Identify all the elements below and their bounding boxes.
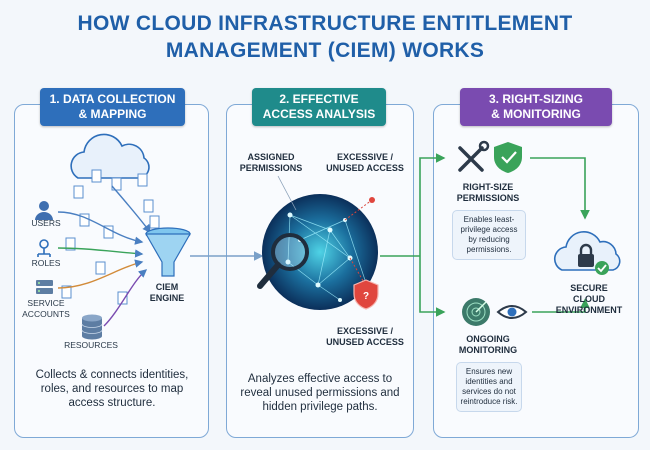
source-label-roles: ROLES [31,258,61,268]
check-badge-icon [595,261,609,275]
database-icon [81,314,103,340]
secure-environment-label: SECURE CLOUD ENVIRONMENT [555,283,623,315]
excessive-access-markers [344,197,375,287]
cloud-icon [70,133,150,179]
page-title: HOW CLOUD INFRASTRUCTURE ENTITLEMENT MAN… [0,10,650,64]
source-label-resources: RESOURCES [64,340,118,350]
assigned-permissions-label: ASSIGNED PERMISSIONS [239,152,303,173]
padlock-icon [578,243,594,267]
step-1-header: 1. DATA COLLECTION& MAPPING [40,88,185,126]
right-size-permissions-label: RIGHT-SIZE PERMISSIONS [456,182,520,203]
excessive-access-label-top: EXCESSIVE / UNUSED ACCESS [326,152,404,173]
right-size-note: Enables least-privilege access by reduci… [452,210,526,260]
secure-cloud-icon [553,231,621,271]
step-3-line-2: & MONITORING [491,107,581,121]
permission-network-icon [262,194,378,310]
step-3-line-1: 3. RIGHT-SIZING [488,92,583,106]
funnel-icon [144,227,192,277]
user-icon [35,201,53,220]
check-shield-icon [494,142,522,173]
step-1-line-2: & MAPPING [78,107,147,121]
ciem-engine-label: CIEM ENGINE [149,282,185,303]
monitoring-note: Ensures new identities and services do n… [456,362,522,412]
flow-lines-section1 [57,185,151,327]
step-2-line-2: ACCESS ANALYSIS [262,107,376,121]
arrows-to-rightsizing [380,153,446,317]
svg-text:?: ? [363,291,369,302]
step-2-line-1: 2. EFFECTIVE [279,92,359,106]
ongoing-monitoring-label: ONGOING MONITORING [458,334,518,355]
radar-icon [462,298,490,326]
section-1-description: Collects & connects identities, roles, a… [35,369,189,409]
step-3-header: 3. RIGHT-SIZING& MONITORING [460,88,612,126]
warning-shield-icon: ? [353,279,379,310]
tools-icon [458,140,490,172]
section-2-description: Analyzes effective access to reveal unus… [240,373,400,413]
source-label-users: USERS [31,218,61,228]
source-label-service-accounts: SERVICE ACCOUNTS [22,298,70,319]
title-line-2: MANAGEMENT (CIEM) WORKS [165,39,485,62]
document-icons [61,169,160,305]
arrows-to-secure [530,157,590,313]
server-icon [36,280,53,294]
eye-icon [496,305,528,319]
excessive-access-label-bottom: EXCESSIVE / UNUSED ACCESS [326,326,404,347]
roles-icon [37,239,51,257]
magnifier-icon [257,233,309,289]
title-line-1: HOW CLOUD INFRASTRUCTURE ENTITLEMENT [77,12,573,35]
step-1-line-1: 1. DATA COLLECTION [49,92,176,106]
assigned-pointer [277,175,297,211]
